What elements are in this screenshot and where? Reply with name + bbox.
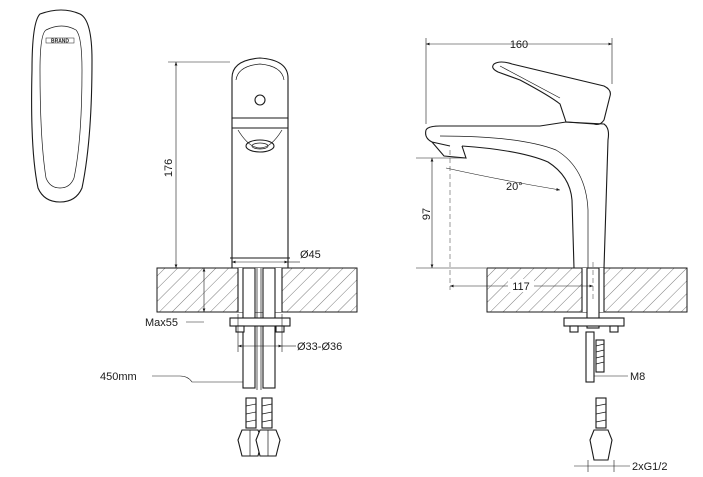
hose-length-label: 450mm: [100, 371, 137, 383]
mount-thread-label: M8: [630, 371, 645, 383]
hose-connection-label: 2xG1/2: [632, 461, 667, 473]
top-view-handle: BRAND: [31, 9, 93, 203]
hole-diameter-label: Ø33-Ø36: [297, 341, 342, 353]
deck-thickness-label: Max55: [145, 317, 178, 329]
spout-reach-label: 117: [512, 281, 530, 293]
front-view: 176 Ø45 Max55 Ø33-Ø36 450mm: [100, 57, 358, 457]
body-diameter-label: Ø45: [300, 249, 321, 261]
side-view: 160 97 20° 117 M8 2xG1/2: [416, 38, 688, 473]
width-total-label: 160: [510, 39, 528, 51]
height-total-label: 176: [163, 159, 175, 177]
spout-height-label: 97: [421, 208, 433, 220]
spout-angle-label: 20°: [506, 181, 523, 193]
logo-text: BRAND: [51, 39, 69, 45]
